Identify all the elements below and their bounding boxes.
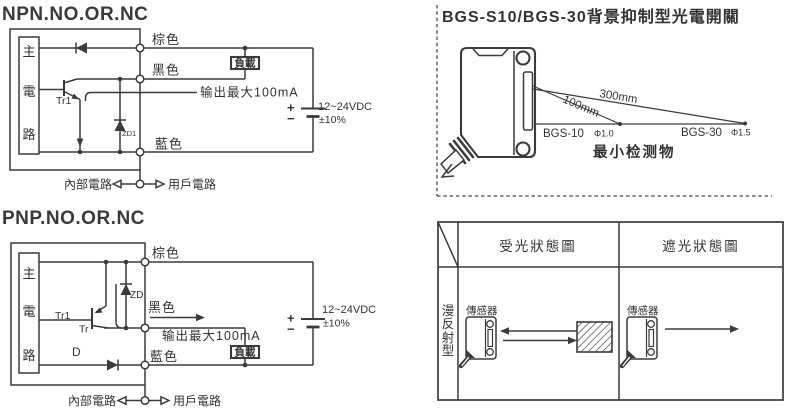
diode-icon bbox=[76, 42, 87, 54]
svg-text:反: 反 bbox=[442, 317, 455, 331]
beam-arrows-receive bbox=[500, 327, 577, 345]
black-wire-label: 黑色 bbox=[152, 63, 180, 78]
sensor-label: 傳感器 bbox=[466, 304, 498, 317]
mini-sensor-icon bbox=[458, 316, 497, 369]
near-spot-label: Φ1.0 bbox=[594, 129, 614, 139]
supply-voltage: 12~24VDC bbox=[318, 101, 372, 113]
internal-circuit-label: 內部電路 bbox=[68, 393, 116, 408]
battery-plus: + bbox=[287, 311, 295, 326]
header-block: 遮光狀態圖 bbox=[662, 239, 740, 254]
output-arrow-icon bbox=[196, 313, 205, 322]
arrow-right-icon bbox=[568, 336, 577, 345]
battery-icon bbox=[301, 262, 325, 365]
far-model-label: BGS-30 bbox=[681, 127, 722, 139]
screw-hole-icon bbox=[515, 141, 531, 157]
terminal bbox=[140, 395, 150, 406]
arrow-left-icon bbox=[500, 327, 509, 335]
transistor-label: Tr1 bbox=[55, 310, 71, 322]
zener-label: ZD1 bbox=[122, 129, 136, 138]
main-circuit-char: 電 bbox=[22, 304, 35, 319]
mini-sensor-icon bbox=[619, 316, 658, 369]
brown-wire-label: 棕色 bbox=[152, 32, 180, 47]
left-arrow-icon bbox=[111, 179, 122, 189]
detection-beams bbox=[532, 85, 747, 126]
transistor-label: Tr1 bbox=[56, 95, 72, 107]
corner-diagonal bbox=[437, 221, 459, 268]
target-object bbox=[576, 321, 613, 353]
right-arrow-icon bbox=[160, 395, 171, 406]
cable-icon bbox=[439, 136, 475, 178]
diode-icon bbox=[107, 359, 118, 371]
zener-icon bbox=[114, 76, 126, 155]
screw-hole-icon bbox=[515, 50, 531, 66]
pnp-wiring-diagram: PNP.NO.OR.NC 主 電 路 ZD bbox=[2, 208, 376, 408]
load-label: 負載 bbox=[235, 57, 256, 70]
brown-wire-label: 棕色 bbox=[152, 246, 180, 261]
state-table: 受光狀態圖 遮光狀態圖 漫 反 射 型 傳感器 傳感器 bbox=[437, 221, 784, 401]
load-label: 負載 bbox=[235, 346, 256, 359]
sensor-label: 傳感器 bbox=[627, 304, 659, 317]
user-circuit-label: 用戶電路 bbox=[173, 393, 221, 408]
supply-voltage: 12~24VDC bbox=[322, 304, 376, 316]
header-receive: 受光狀態圖 bbox=[499, 239, 577, 254]
output-note: 输出最大100mA bbox=[200, 85, 299, 100]
main-circuit-char: 路 bbox=[22, 348, 35, 363]
terminal bbox=[135, 74, 145, 84]
transistor-icon bbox=[39, 78, 84, 152]
svg-text:型: 型 bbox=[442, 344, 455, 358]
battery-minus: − bbox=[287, 322, 295, 337]
row-label-diffuse: 漫 反 射 型 bbox=[442, 304, 455, 358]
main-circuit-char: 電 bbox=[22, 84, 35, 99]
transistor-label2: Tr bbox=[79, 324, 89, 336]
svg-text:射: 射 bbox=[442, 330, 455, 345]
terminal bbox=[135, 43, 145, 53]
terminal bbox=[140, 360, 150, 370]
sensor-illustration bbox=[439, 46, 537, 178]
right-arrow-icon bbox=[155, 179, 166, 189]
bgs-detection-diagram: BGS-S10/BGS-30背景抑制型光電開關 bbox=[436, 5, 772, 197]
left-arrow-icon bbox=[116, 395, 127, 406]
far-spot-label: Φ1.5 bbox=[731, 128, 751, 138]
blue-wire-label: 藍色 bbox=[155, 137, 183, 152]
terminal bbox=[140, 323, 150, 333]
pnp-circuit: 主 電 路 ZD bbox=[10, 242, 376, 408]
battery-icon bbox=[301, 48, 325, 152]
battery-plus: + bbox=[287, 100, 295, 115]
npn-circuit: 主 電 路 負載 Tr1 bbox=[9, 28, 372, 192]
transistor-icon bbox=[39, 262, 123, 329]
min-object-label: 最小检测物 bbox=[593, 143, 676, 161]
beam-arrow-block bbox=[665, 325, 739, 333]
zener-label: ZD bbox=[130, 290, 143, 301]
internal-circuit-label: 內部電路 bbox=[64, 177, 112, 192]
terminal bbox=[135, 179, 145, 189]
terminal bbox=[140, 257, 150, 267]
far-distance-label: 300mm bbox=[599, 88, 639, 106]
user-circuit-label: 用戶電路 bbox=[168, 177, 216, 192]
npn-title: NPN.NO.OR.NC bbox=[2, 4, 148, 25]
terminal bbox=[135, 147, 145, 157]
main-circuit-char: 主 bbox=[22, 266, 35, 281]
main-circuit-char: 主 bbox=[22, 44, 35, 59]
table-grid bbox=[437, 221, 784, 401]
diode-label: D bbox=[72, 345, 81, 359]
lens-window bbox=[522, 71, 534, 131]
output-note: 输出最大100mA bbox=[162, 328, 261, 343]
npn-wiring-diagram: NPN.NO.OR.NC 主 電 路 負載 bbox=[2, 4, 372, 192]
current-arrow-icon bbox=[76, 138, 84, 147]
bgs-title: BGS-S10/BGS-30背景抑制型光電開關 bbox=[442, 7, 740, 26]
supply-tolerance: ±10% bbox=[323, 318, 350, 330]
arrow-right-icon bbox=[730, 325, 739, 333]
main-circuit-char: 路 bbox=[22, 127, 35, 142]
battery-minus: − bbox=[287, 111, 295, 126]
svg-text:漫: 漫 bbox=[442, 304, 455, 318]
black-wire-label: 黑色 bbox=[148, 300, 176, 315]
pnp-title: PNP.NO.OR.NC bbox=[2, 208, 145, 229]
near-model-label: BGS-10 bbox=[543, 128, 584, 140]
blue-wire-label: 藍色 bbox=[150, 349, 178, 364]
near-distance-label: 100mm bbox=[561, 94, 601, 120]
supply-tolerance: ±10% bbox=[319, 114, 346, 126]
